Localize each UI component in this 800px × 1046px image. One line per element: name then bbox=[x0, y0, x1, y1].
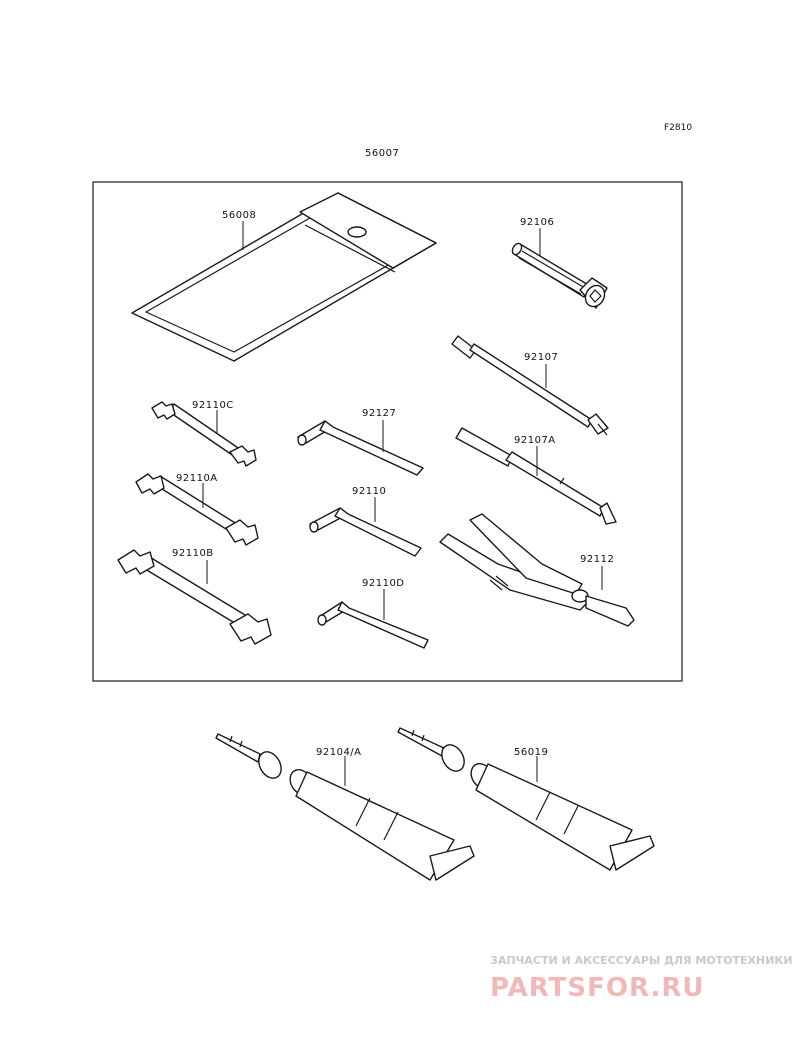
label-92110D: 92110D bbox=[362, 578, 405, 589]
label-92107: 92107 bbox=[524, 352, 558, 363]
label-92110B: 92110B bbox=[172, 548, 214, 559]
wrench-92110c[interactable] bbox=[151, 401, 257, 467]
watermark-tagline: ЗАПЧАСТИ И АКСЕССУАРЫ ДЛЯ МОТОТЕХНИКИ bbox=[490, 954, 793, 967]
wrench-92110b[interactable] bbox=[117, 549, 272, 645]
label-92110C: 92110C bbox=[192, 400, 234, 411]
grease-tube-92104a[interactable] bbox=[215, 733, 475, 881]
label-92106: 92106 bbox=[520, 217, 554, 228]
hex-key-92127[interactable] bbox=[297, 420, 424, 476]
label-56008: 56008 bbox=[222, 210, 256, 221]
pliers[interactable] bbox=[439, 513, 635, 627]
label-56019: 56019 bbox=[514, 747, 548, 758]
kit-part-number: 56007 bbox=[365, 148, 399, 159]
figure-reference: F2810 bbox=[664, 123, 692, 133]
hex-key-92110[interactable] bbox=[309, 497, 422, 557]
label-92110A: 92110A bbox=[176, 473, 218, 484]
wrench-92110a[interactable] bbox=[135, 473, 259, 546]
label-92107A: 92107A bbox=[514, 435, 556, 446]
label-92104A: 92104/A bbox=[316, 747, 362, 758]
label-92127: 92127 bbox=[362, 408, 396, 419]
grease-tube-56019[interactable] bbox=[397, 727, 655, 871]
tool-kit-frame bbox=[92, 181, 683, 682]
tool-bag[interactable] bbox=[131, 192, 437, 362]
label-92112: 92112 bbox=[580, 554, 614, 565]
spark-plug-wrench[interactable] bbox=[511, 228, 609, 310]
watermark-logo: PARTSFOR.RU bbox=[490, 973, 704, 1003]
label-92110: 92110 bbox=[352, 486, 386, 497]
screwdriver-shank[interactable] bbox=[451, 335, 609, 436]
hex-key-92110d[interactable] bbox=[317, 589, 429, 649]
screwdriver-shank-a[interactable] bbox=[455, 427, 617, 525]
